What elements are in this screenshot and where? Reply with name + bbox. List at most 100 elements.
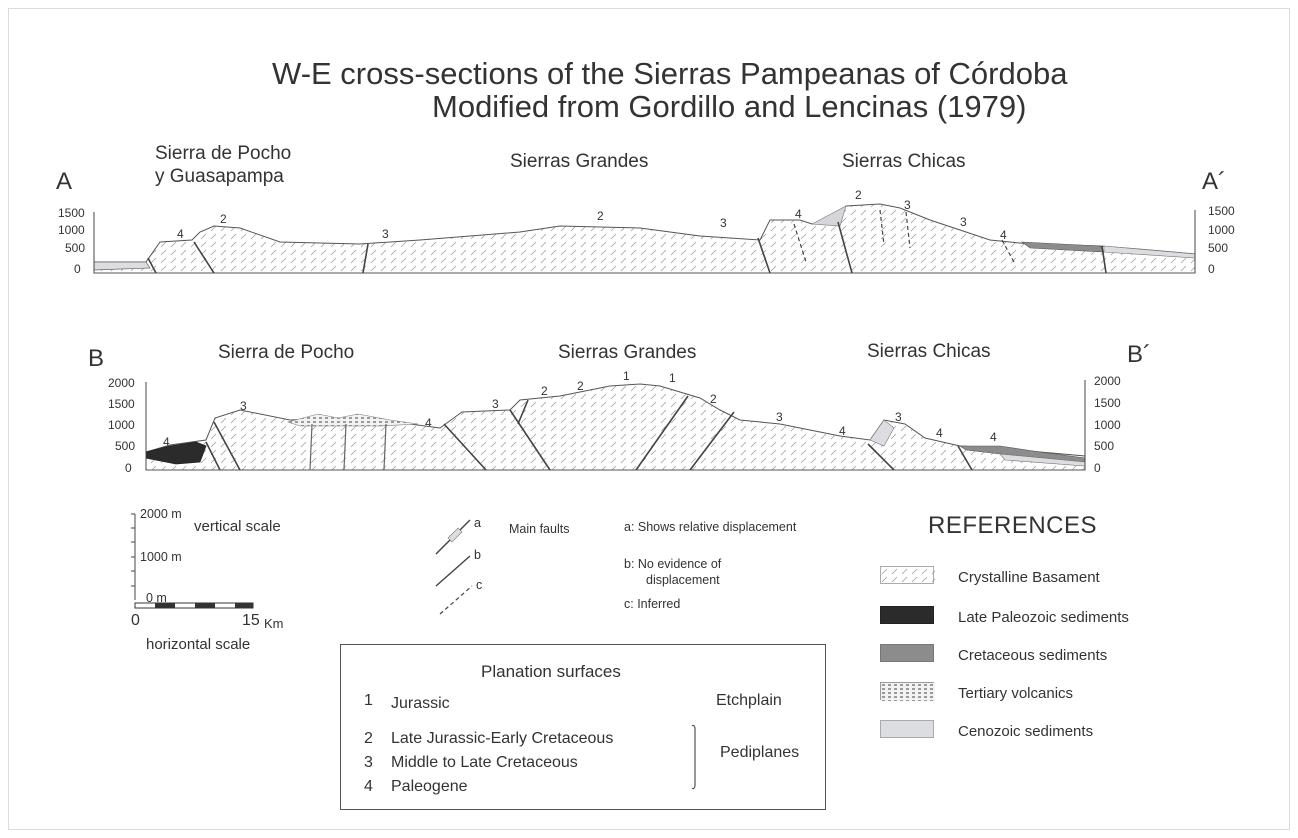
figure-subtitle: Modified from Gordillo and Lencinas (197… bbox=[432, 89, 1027, 124]
axis-b-left-tick: 2000 bbox=[108, 376, 135, 390]
section-a-basement bbox=[93, 203, 1196, 274]
horizontal-scale-unit: Km bbox=[264, 616, 284, 631]
axis-b-right-tick: 1500 bbox=[1094, 396, 1121, 410]
fault-legend-title: Main faults bbox=[509, 522, 570, 536]
axis-b-right-tick: 2000 bbox=[1094, 374, 1121, 388]
swatch-cenozoic bbox=[880, 720, 934, 738]
surface-number: 3 bbox=[240, 399, 247, 413]
vertical-scale-tick: 2000 m bbox=[140, 507, 182, 521]
reference-label: Crystalline Basament bbox=[958, 569, 1100, 586]
surface-number: 2 bbox=[597, 209, 604, 223]
reference-label: Tertiary volcanics bbox=[958, 685, 1074, 702]
region-a-sierra-de-pocho: Sierra de Pocho bbox=[155, 143, 292, 164]
planation-num: 2 bbox=[364, 730, 373, 747]
axis-a-right-tick: 1500 bbox=[1208, 204, 1235, 218]
region-a-guasapampa: y Guasapampa bbox=[155, 166, 284, 187]
region-b-sierras-grandes: Sierras Grandes bbox=[558, 342, 697, 363]
surface-number: 4 bbox=[1000, 228, 1007, 242]
surface-number: 1 bbox=[623, 369, 630, 383]
surface-number: 4 bbox=[839, 424, 846, 438]
section-a-inferred-faults bbox=[793, 209, 1015, 263]
surface-number: 2 bbox=[710, 392, 717, 406]
section-b-start-label: B bbox=[88, 345, 105, 372]
surface-number: 4 bbox=[795, 207, 802, 221]
swatch-tertiary-volcanics bbox=[880, 682, 935, 701]
axis-a-left-tick: 0 bbox=[74, 262, 81, 276]
region-b-sierra-de-pocho: Sierra de Pocho bbox=[218, 342, 355, 363]
horizontal-scale-bar bbox=[134, 602, 254, 609]
horizontal-scale-start: 0 bbox=[131, 612, 140, 629]
fault-key-c: c bbox=[476, 578, 483, 592]
references-title: REFERENCES bbox=[928, 512, 1098, 539]
section-a-cenozoic-mid bbox=[810, 205, 847, 227]
surface-number: 1 bbox=[669, 371, 676, 385]
fault-desc-b-line1: b: No evidence of bbox=[624, 557, 722, 571]
planation-num: 3 bbox=[364, 754, 373, 771]
section-a-end-label: A´ bbox=[1202, 168, 1226, 195]
axis-b-left-tick: 1000 bbox=[108, 418, 135, 432]
region-b-sierras-chicas: Sierras Chicas bbox=[867, 341, 991, 362]
fault-desc-b-line2: displacement bbox=[646, 573, 720, 587]
section-b-faults bbox=[205, 395, 973, 471]
surface-number: 4 bbox=[425, 416, 432, 430]
surface-number: 2 bbox=[220, 212, 227, 226]
fault-desc-c: c: Inferred bbox=[624, 597, 681, 611]
section-b-basement bbox=[145, 383, 1086, 471]
vertical-scale-tick: 0 m bbox=[146, 591, 167, 605]
surface-number: 4 bbox=[177, 227, 184, 241]
reference-label: Late Paleozoic sediments bbox=[958, 609, 1129, 626]
surface-number: 3 bbox=[904, 198, 911, 212]
axis-b-left-tick: 1500 bbox=[108, 397, 135, 411]
axis-b-right-tick: 1000 bbox=[1094, 418, 1121, 432]
planation-label: Paleogene bbox=[391, 778, 468, 795]
reference-label: Cretaceous sediments bbox=[958, 647, 1108, 664]
section-b-cenozoic-chicas bbox=[869, 419, 895, 447]
horizontal-scale-end: 15 bbox=[242, 612, 260, 629]
reference-label: Cenozoic sediments bbox=[958, 723, 1094, 740]
planation-num: 1 bbox=[364, 692, 373, 709]
figure-frame bbox=[8, 8, 1290, 830]
surface-number: 2 bbox=[855, 188, 862, 202]
axis-a-right-tick: 500 bbox=[1208, 241, 1229, 255]
planation-surfaces-box bbox=[340, 644, 826, 810]
planation-label: Jurassic bbox=[391, 695, 450, 712]
fault-key-a: a bbox=[474, 516, 481, 530]
planation-label: Late Jurassic-Early Cretaceous bbox=[391, 730, 614, 747]
section-b-volcanic-dykes bbox=[309, 423, 387, 471]
region-a-sierras-chicas: Sierras Chicas bbox=[842, 151, 966, 172]
surface-number: 3 bbox=[960, 215, 967, 229]
region-a-sierras-grandes: Sierras Grandes bbox=[510, 151, 649, 172]
surface-number: 2 bbox=[577, 379, 584, 393]
section-a-start-label: A bbox=[56, 168, 73, 195]
axis-b-left-tick: 500 bbox=[115, 439, 136, 453]
surface-number: 3 bbox=[492, 397, 499, 411]
surface-number: 3 bbox=[382, 227, 389, 241]
section-b-late-paleozoic bbox=[145, 441, 207, 465]
pediplanes-brace bbox=[691, 724, 696, 790]
axis-a-right-tick: 1000 bbox=[1208, 223, 1235, 237]
surface-number: 3 bbox=[720, 216, 727, 230]
axis-b-right-tick: 500 bbox=[1094, 439, 1115, 453]
surface-number: 3 bbox=[776, 410, 783, 424]
fault-legend-a bbox=[435, 519, 471, 555]
section-a-faults bbox=[147, 221, 1107, 274]
swatch-late-paleozoic bbox=[880, 606, 934, 624]
section-b-tertiary-volcanics bbox=[286, 413, 419, 427]
fault-legend-b bbox=[435, 555, 471, 587]
horizontal-scale-label: horizontal scale bbox=[146, 636, 251, 653]
planation-title: Planation surfaces bbox=[481, 662, 621, 681]
axis-a-left-tick: 1000 bbox=[58, 223, 85, 237]
swatch-cretaceous bbox=[880, 644, 934, 662]
section-b-end-label: B´ bbox=[1127, 341, 1151, 368]
surface-number: 4 bbox=[936, 426, 943, 440]
axis-a-right-tick: 0 bbox=[1208, 262, 1215, 276]
surface-number: 4 bbox=[990, 430, 997, 444]
figure-title: W-E cross-sections of the Sierras Pampea… bbox=[272, 56, 1068, 91]
surface-number: 3 bbox=[895, 410, 902, 424]
pediplanes-label: Pediplanes bbox=[720, 744, 800, 761]
axis-a-left-tick: 500 bbox=[65, 241, 86, 255]
fault-key-b: b bbox=[474, 548, 481, 562]
fault-desc-a: a: Shows relative displacement bbox=[624, 520, 797, 534]
swatch-crystalline-basament bbox=[880, 566, 935, 585]
fault-legend-c bbox=[439, 585, 473, 615]
